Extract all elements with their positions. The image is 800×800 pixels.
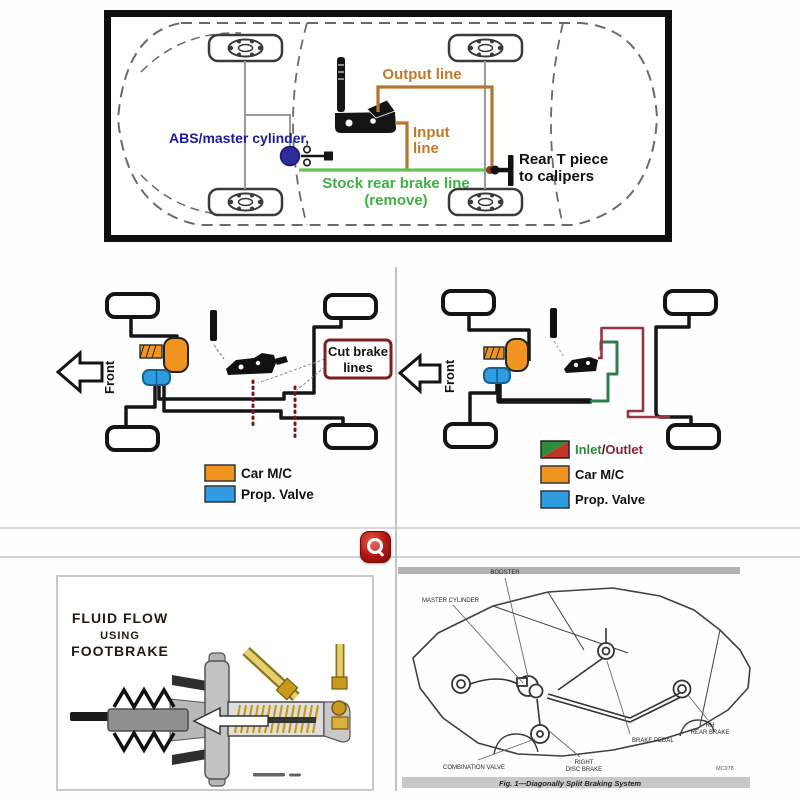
cut-marks [251,379,297,441]
stock-line-label-2: (remove) [364,192,427,209]
cut-pointers [257,358,326,391]
legend-swatch-outlet [541,441,569,458]
fluid-flow-title-3: FOOTBRAKE [71,643,169,659]
axle-lines [244,61,486,189]
stock-line-label-1: Stock rear brake line [322,175,470,192]
fluid-flow-title-2: USING [100,630,140,642]
output-line [376,85,494,169]
split-brake-diagram: BOOSTER MASTER CYLINDER COMBINATION VALV… [398,567,751,788]
front-label: Front [442,359,457,393]
legend-swatch-prop-valve [204,485,236,503]
legend-label-car-mc: Car M/C [575,467,625,482]
proportioning-valve [483,367,511,384]
tee-label-2: to calipers [519,168,594,185]
cut-box-label-1: Cut brake [328,344,388,359]
master-cylinder-cross-section [70,644,351,787]
zoom-magnifier-button[interactable] [360,531,391,563]
rear-t-piece [490,155,514,186]
master-cylinder-label: MASTER CYLINDER [422,598,480,604]
figure-caption: Fig. 1—Diagonally Split Braking System [499,779,641,788]
tee-label-1: Rear T piece [519,151,608,168]
front-arrow-icon [55,349,104,395]
brake-components [451,642,692,744]
handbrake-lever [210,310,288,375]
legend-label-car-mc: Car M/C [241,466,292,481]
scan-edge-bottom [402,777,750,788]
input-line-label-2: line [413,140,439,157]
brake-pedal-label: BRAKE PEDAL [632,738,674,744]
scan-edge-top [398,567,740,574]
front-brake-label-1: RIGHT [575,760,594,766]
cut-box-label-2: lines [343,360,373,375]
main-front-line [496,381,593,404]
front-brake-label-2: DISC BRAKE [566,767,602,773]
legend-label-inlet-outlet: Inlet/Outlet [575,442,644,457]
legend-swatch-car-mc [540,465,570,484]
cut-brake-lines-box [323,338,393,380]
legend-label-prop-valve: Prop. Valve [241,487,314,502]
divider-rule-top [0,527,800,529]
car-master-cylinder [139,337,189,373]
label-pointers [452,577,709,761]
outlet-line [598,326,670,419]
legend-swatch-car-mc [204,464,236,482]
top-overview-panel: Output line Input line ABS/master cylind… [104,10,672,242]
fine-print-smudge [253,773,301,777]
legend: Car M/C Prop. Valve [204,464,314,503]
abs-master-cylinder-dot [279,145,301,167]
front-label: Front [102,360,117,394]
handbrake-lever [335,57,396,133]
legend: Inlet/Outlet Car M/C Prop. Valve [540,440,645,509]
magnifier-handle-icon [376,549,385,557]
abs-label: ABS/master cylinder, [169,130,309,146]
rear-brake-label-2: REAR BRAKE [691,730,730,736]
fitting-sketch [301,145,333,167]
input-line-label-1: Input [413,124,450,141]
combination-valve-label: COMBINATION VALVE [443,765,505,771]
top-overview-diagram: Output line Input line ABS/master cylind… [116,22,659,226]
proportioning-valve [142,369,171,386]
input-line [395,121,409,169]
part-code: MC078 [716,766,734,772]
fluid-flow-diagram: FLUID FLOW USING FOOTBRAKE [70,610,351,787]
car-master-cylinder [483,338,529,372]
booster-label: BOOSTER [490,570,520,576]
page-separator-line [395,267,397,791]
fluid-flow-panel: FLUID FLOW USING FOOTBRAKE [56,575,374,791]
car-wireframe [412,587,751,757]
legend-label-prop-valve: Prop. Valve [575,492,645,507]
handbrake-lever [550,308,598,373]
front-arrow-icon [398,352,442,395]
rear-brake-label-1: RH [706,723,715,729]
inlet-line [590,340,619,403]
legend-swatch-prop-valve [540,490,570,509]
divider-rule-bottom [0,556,800,558]
output-line-label: Output line [382,66,461,83]
hydraulic-lines [469,628,682,726]
fluid-flow-title-1: FLUID FLOW [72,610,168,626]
middle-right-diagram: Front Inlet/Outlet Car M/C [398,289,721,509]
middle-left-diagram: Front Cut brake lines [55,292,393,503]
